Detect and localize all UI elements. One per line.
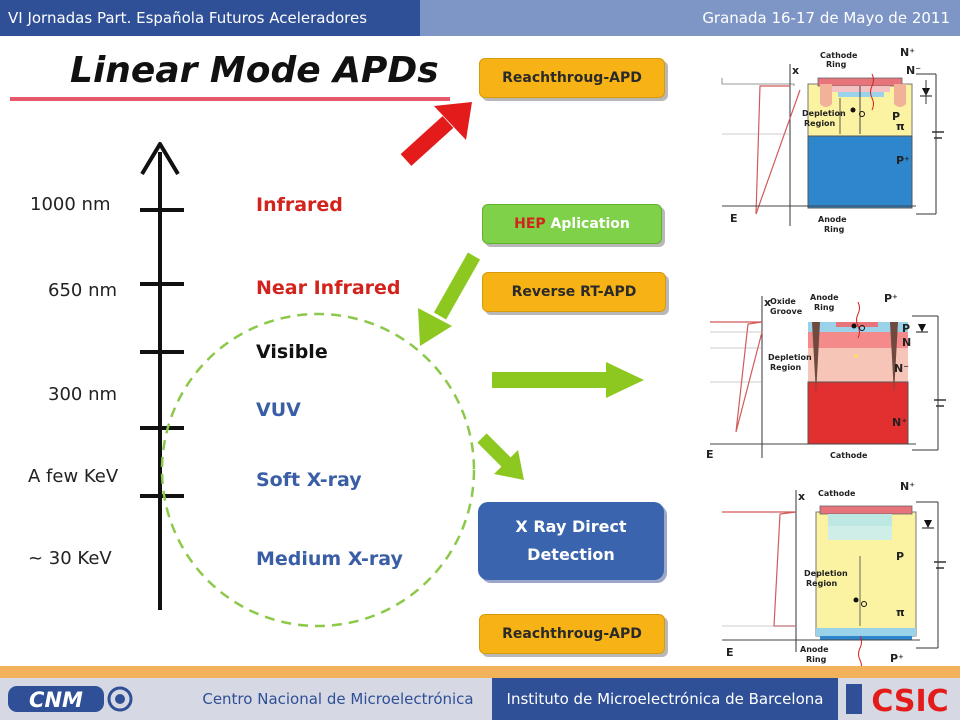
d1-depletion: Depletion bbox=[802, 109, 846, 118]
scale-label-few-kev: A few KeV bbox=[28, 466, 119, 487]
band-visible: Visible bbox=[256, 341, 328, 363]
wavelength-scale bbox=[140, 142, 184, 610]
header-event-date: Granada 16-17 de Mayo de 2011 bbox=[420, 0, 960, 36]
d2-depletion: Depletion bbox=[768, 353, 812, 362]
d3-pi: π bbox=[896, 606, 905, 619]
cnm-logo: CNM bbox=[8, 686, 133, 712]
reverse-rt-apd-box: Reverse RT-APD bbox=[482, 272, 666, 312]
hep-suffix: Aplication bbox=[545, 216, 630, 232]
cnm-logo-text: CNM bbox=[29, 688, 83, 712]
footer-imb-name: Instituto de Microelectrónica de Barcelo… bbox=[506, 690, 824, 708]
csic-logo-text: CSIC bbox=[871, 684, 948, 718]
footer-cnm-name: Centro Nacional de Microelectrónica bbox=[202, 690, 474, 708]
d3-depletion: Depletion bbox=[804, 569, 848, 578]
scale-label-650nm: 650 nm bbox=[48, 280, 118, 301]
green-arrow-down-right bbox=[477, 433, 524, 480]
d1-cathode: Cathode bbox=[820, 51, 858, 60]
xray-direct-detection-box: X Ray Direct Detection bbox=[478, 502, 664, 580]
band-soft-xray: Soft X-ray bbox=[256, 469, 362, 491]
d2-ring: Ring bbox=[814, 303, 835, 312]
d2-region: Region bbox=[770, 363, 802, 372]
dashed-circle-highlight bbox=[160, 312, 476, 628]
footer-accent-strip bbox=[0, 666, 960, 678]
d2-anode: Anode bbox=[810, 293, 839, 302]
d3-x-axis: x bbox=[798, 490, 805, 503]
d3-n-plus: N⁺ bbox=[900, 480, 915, 493]
d3-cathode: Cathode bbox=[818, 489, 856, 498]
green-arrow-down-left bbox=[418, 252, 481, 346]
d2-groove: Groove bbox=[770, 307, 803, 316]
hep-application-box: HEP Aplication bbox=[482, 204, 662, 244]
d1-e-axis: E bbox=[730, 212, 738, 225]
header-event-title: VI Jornadas Part. Española Futuros Acele… bbox=[0, 0, 420, 36]
d2-cathode: Cathode bbox=[830, 451, 868, 460]
d1-anode-ring: Ring bbox=[824, 225, 845, 234]
d3-e-axis: E bbox=[726, 646, 734, 659]
band-infrared: Infrared bbox=[256, 194, 343, 216]
d1-n-plus: N⁺ bbox=[900, 46, 915, 59]
d1-p-plus: P⁺ bbox=[896, 154, 910, 167]
csic-logo: CSIC bbox=[846, 684, 949, 718]
d2-x-axis: x bbox=[764, 296, 771, 309]
d3-anode: Anode bbox=[800, 645, 829, 654]
scale-label-30kev: ~ 30 KeV bbox=[28, 548, 112, 569]
d2-e-axis: E bbox=[706, 448, 714, 461]
band-vuv: VUV bbox=[256, 399, 301, 421]
reachthrough-apd-top-box: Reachthroug-APD bbox=[479, 58, 665, 98]
d1-x-axis: x bbox=[792, 64, 799, 77]
band-near-infrared: Near Infrared bbox=[256, 277, 401, 299]
reverse-rt-apd-diagram: Oxide Groove Anode Ring P⁺ P N N⁻ N⁺ Dep… bbox=[706, 292, 946, 461]
scale-label-300nm: 300 nm bbox=[48, 384, 118, 405]
d1-n-minus: N⁻ bbox=[906, 64, 921, 77]
reachthrough-apd-diagram: Cathode Ring N⁺ N⁻ P π P⁺ Depletion Regi… bbox=[721, 46, 944, 234]
d1-pi: π bbox=[896, 120, 905, 133]
d3-region: Region bbox=[806, 579, 838, 588]
scale-label-1000nm: 1000 nm bbox=[30, 194, 111, 215]
d2-n-minus: N⁻ bbox=[894, 362, 909, 375]
d2-oxide: Oxide bbox=[770, 297, 796, 306]
xray-line-1: X Ray Direct bbox=[515, 517, 627, 536]
xray-line-2: Detection bbox=[527, 545, 615, 564]
d1-anode: Anode bbox=[818, 215, 847, 224]
d1-region: Region bbox=[804, 119, 836, 128]
d1-ring: Ring bbox=[826, 60, 847, 69]
d3-p-plus: P⁺ bbox=[890, 652, 904, 665]
d2-n-plus: N⁺ bbox=[892, 416, 907, 429]
d2-p: P bbox=[902, 322, 910, 335]
d2-p-plus: P⁺ bbox=[884, 292, 898, 305]
green-arrow-right bbox=[492, 362, 644, 398]
footer-imb-band bbox=[492, 678, 838, 720]
reachthrough-apd-xray-diagram: Cathode N⁺ P π P⁺ Depletion Region Anode… bbox=[722, 480, 946, 670]
d3-p: P bbox=[896, 550, 904, 563]
title-underline bbox=[10, 97, 450, 101]
d3-ring: Ring bbox=[806, 655, 827, 664]
scale-arrow-head bbox=[140, 142, 180, 176]
reachthrough-apd-bottom-box: Reachthroug-APD bbox=[479, 614, 665, 654]
d2-n: N bbox=[902, 336, 911, 349]
slide-title: Linear Mode APDs bbox=[70, 50, 439, 91]
red-arrow-up-right bbox=[400, 102, 472, 166]
d1-p: P bbox=[892, 110, 900, 123]
hep-prefix: HEP bbox=[514, 216, 546, 232]
band-medium-xray: Medium X-ray bbox=[256, 548, 403, 570]
